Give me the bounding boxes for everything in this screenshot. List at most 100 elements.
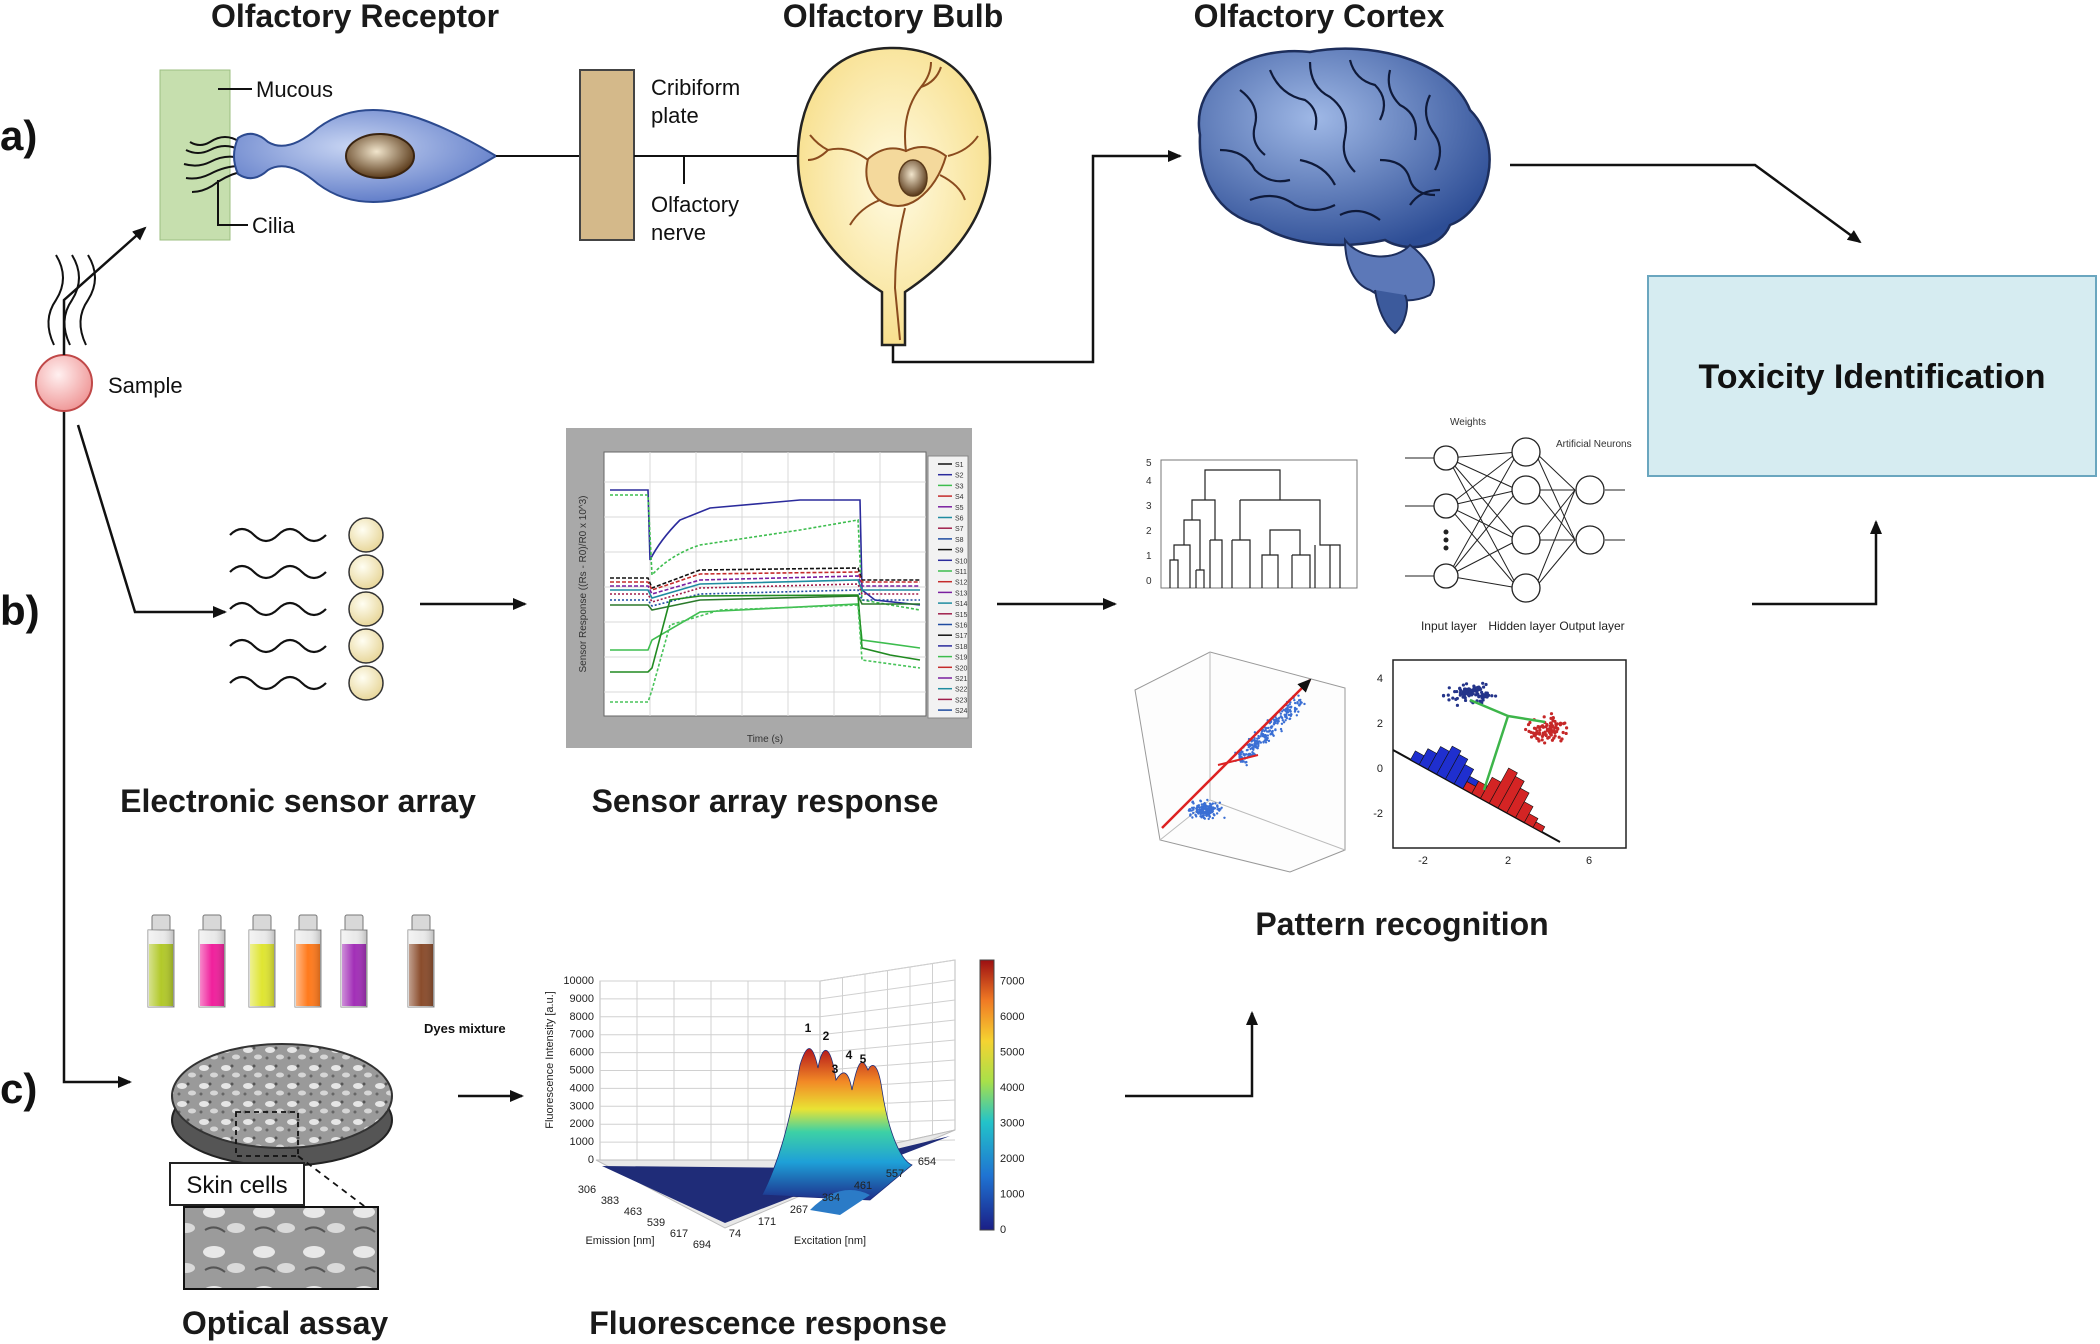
scatter-3d-point — [1285, 716, 1289, 720]
fluor-colorbar-tick: 4000 — [1000, 1082, 1024, 1094]
scatter-3d-point — [1199, 810, 1202, 814]
dye-vial — [294, 914, 322, 1008]
scatter-2d-point-red — [1549, 733, 1553, 737]
histogram-bar — [1497, 775, 1525, 814]
brain — [1197, 47, 1491, 335]
arrow-sample-to-optical — [62, 412, 132, 1088]
scatter-3d-point — [1299, 698, 1302, 702]
scatter-2d-point-red — [1540, 734, 1545, 738]
scatter-3d-point — [1287, 713, 1291, 717]
sensor-legend-item: S17 — [955, 633, 968, 640]
sensor-legend-item: S15 — [955, 612, 968, 619]
fluor-excitation-tick: 171 — [758, 1216, 776, 1228]
fluor-excitation-tick: 654 — [918, 1156, 936, 1168]
bulb-nucleus — [898, 159, 928, 197]
scatter-2d-point-blue — [1458, 693, 1462, 697]
cilia-pointer — [217, 180, 248, 226]
scatter-3d-point — [1282, 721, 1286, 724]
scatter-2d-point-red — [1541, 725, 1545, 729]
scatter-3d-point — [1280, 729, 1283, 733]
dye-vial — [198, 914, 226, 1008]
scatter-2d-point-red — [1545, 727, 1550, 731]
fluor-colorbar-tick: 2000 — [1000, 1153, 1024, 1165]
fluor-excitation-tick: 364 — [822, 1192, 840, 1204]
scatter-2d-point-blue — [1463, 692, 1467, 696]
label-nerve-2: nerve — [651, 220, 706, 245]
scatter-3d-point — [1198, 808, 1201, 811]
scatter-2d-point-red — [1544, 725, 1548, 729]
scatter-3d-point — [1202, 814, 1205, 817]
scatter-2d-point-red — [1561, 730, 1565, 735]
sensor-legend-box — [927, 455, 969, 719]
scatter-3d-point — [1200, 807, 1204, 810]
dye-vials — [147, 914, 435, 1008]
scatter-3d-point — [1273, 718, 1277, 722]
fluor-excitation-tick: 461 — [854, 1180, 872, 1192]
scatter-3d-minor-axis — [1217, 754, 1259, 766]
scatter-3d-point — [1205, 812, 1208, 815]
sensor-legend-item: S20 — [955, 665, 968, 672]
scatter-3d-point — [1279, 712, 1283, 715]
svg-text:0: 0 — [1146, 576, 1152, 587]
scatter-2d-point-red — [1535, 736, 1539, 741]
mitral-neuron — [807, 61, 979, 341]
arrow-sample-to-sensor — [76, 424, 227, 618]
scatter-3d-point — [1264, 741, 1268, 744]
sensor-legend-item: S1 — [955, 462, 964, 469]
scatter-3d-point — [1293, 701, 1297, 705]
scatter-3d-point — [1282, 708, 1285, 712]
sensor-legend-item: S16 — [955, 623, 968, 630]
dendrogram-y-ticks: 0 1 2 3 4 5 — [1146, 458, 1152, 587]
scatter-3d-point — [1214, 802, 1217, 805]
scatter-2d-point-blue — [1458, 691, 1462, 695]
scatter-2d-point-blue — [1462, 689, 1466, 693]
fluor-colorbar-tick: 0 — [1000, 1224, 1006, 1236]
scatter-2d-point-blue — [1472, 684, 1476, 688]
scatter-3d-point — [1211, 802, 1215, 805]
scatter-3d-point — [1211, 816, 1215, 820]
scatter-3d-point — [1268, 729, 1271, 732]
scatter-3d-point — [1271, 733, 1274, 736]
scatter-3d-point — [1249, 747, 1252, 751]
scatter-3d-point — [1199, 800, 1203, 803]
scatter-3d-point — [1271, 729, 1274, 733]
scatter-3d-point — [1281, 719, 1284, 722]
mucous-layer — [159, 69, 231, 241]
scatter-3d-point — [1295, 714, 1299, 717]
scatter-3d-point — [1256, 737, 1259, 740]
fluor-z-tick: 9000 — [570, 993, 594, 1005]
scatter-3d-point — [1267, 739, 1271, 743]
scatter-3d-point — [1256, 740, 1260, 743]
scatter-3d-point — [1207, 817, 1210, 821]
row-label-a: a) — [0, 112, 37, 159]
scatter-3d-point — [1245, 753, 1248, 756]
nn-nodes — [1433, 437, 1605, 603]
scatter-2d-point-blue — [1484, 682, 1488, 687]
scatter-3d-point — [1269, 733, 1272, 736]
dye-vial — [340, 914, 368, 1008]
scatter-3d-point — [1257, 744, 1260, 748]
scatter-3d-point — [1293, 710, 1297, 713]
sensor-plot-grid — [604, 452, 926, 716]
dendrogram-plot: 0 1 2 3 4 5 — [1146, 458, 1358, 589]
dye-vial — [407, 914, 435, 1008]
scatter-2d-point-blue — [1455, 696, 1459, 701]
neural-network: Weights Artificial Neurons Input layer H… — [1405, 417, 1632, 633]
scatter-2d-point-blue — [1455, 689, 1459, 694]
scatter-2d-point-blue — [1464, 682, 1469, 686]
skin-cells-label-box — [169, 1162, 305, 1206]
scatter-3d-point — [1290, 705, 1293, 709]
dye-vial — [248, 914, 276, 1008]
scatter-2d-point-red — [1531, 731, 1535, 735]
scatter-2d-point-red — [1543, 741, 1547, 745]
fluor-colorbar-tick: 3000 — [1000, 1118, 1024, 1130]
scatter-3d-point — [1202, 806, 1205, 809]
fluor-z-tick: 4000 — [570, 1082, 594, 1094]
scatter-3d-point — [1278, 716, 1281, 720]
arrow-pattern-to-toxicity — [1752, 520, 1882, 606]
scatter-3d-point — [1275, 717, 1279, 721]
scatter-3d-point — [1255, 742, 1259, 746]
scatter-3d-point — [1248, 745, 1252, 748]
scatter-3d-point — [1303, 702, 1306, 706]
